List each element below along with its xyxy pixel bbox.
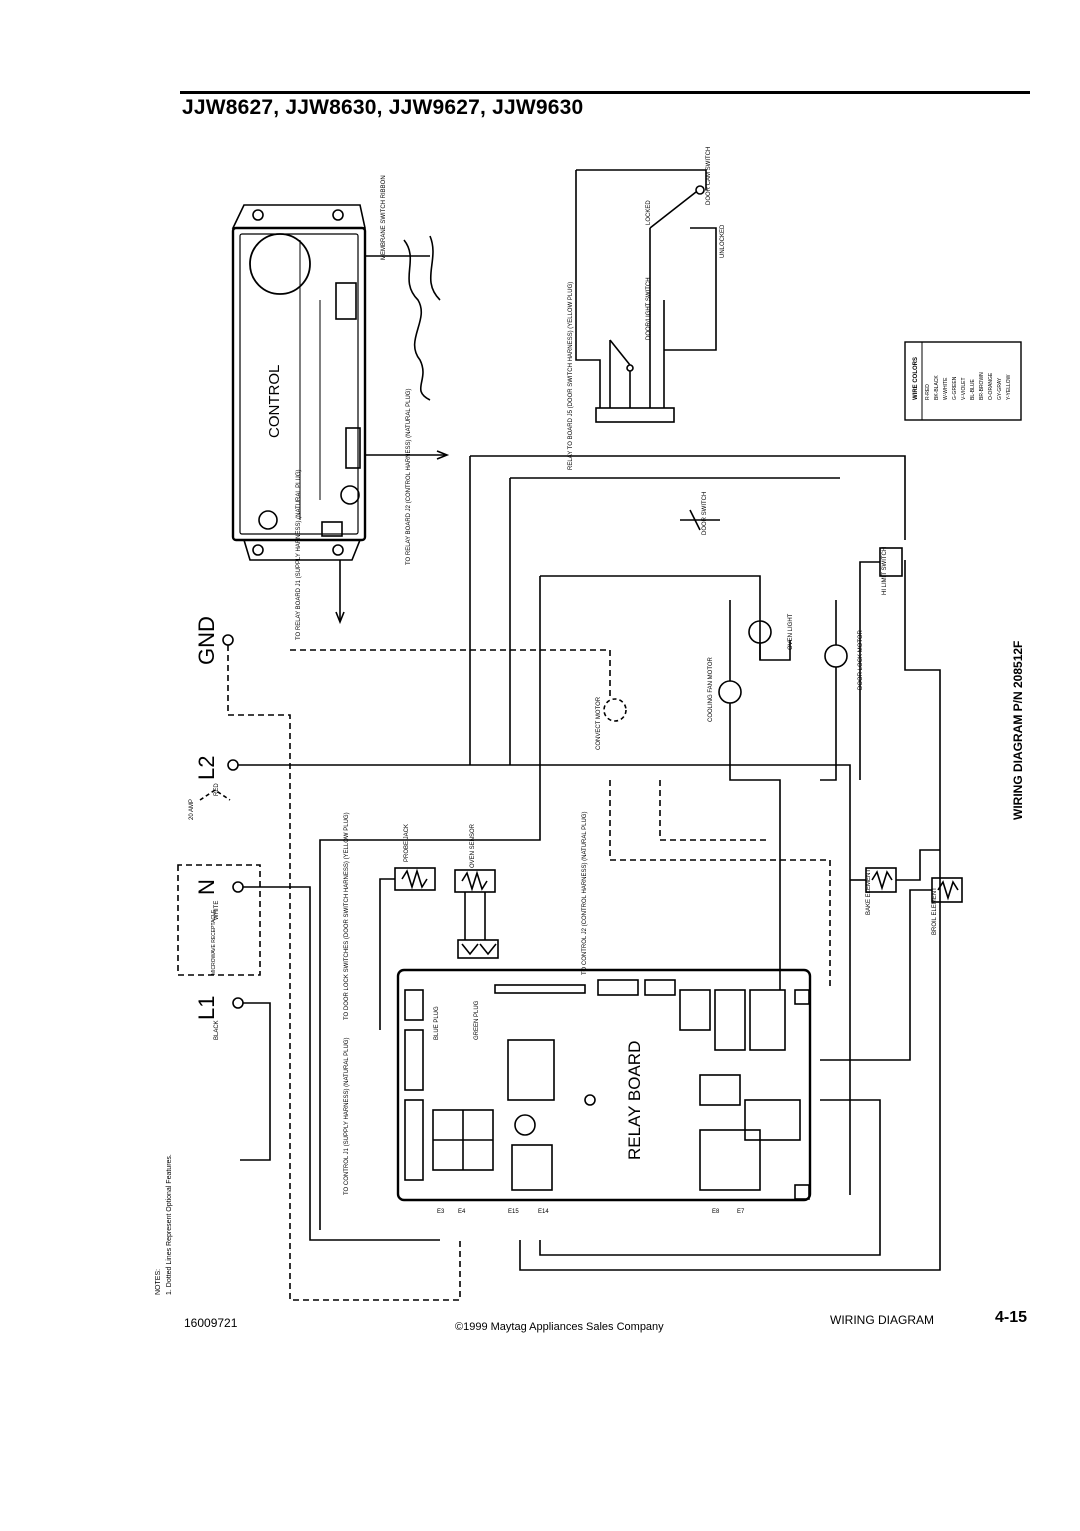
- black-label: BLACK: [214, 1020, 220, 1040]
- blue-plug-label: BLUE PLUG: [434, 1006, 440, 1040]
- wire-color-item: Y-YELLOW: [1006, 374, 1012, 400]
- probe-jack-label: PROBE JACK: [404, 824, 410, 862]
- relay-board: [396, 968, 812, 1202]
- wire-color-item: BL-BLUE: [970, 378, 976, 400]
- control-label: CONTROL: [266, 365, 283, 438]
- document-code: 16009721: [184, 1316, 238, 1330]
- amp-20-label: 20 AMP: [189, 799, 195, 820]
- wire-colors-title: WIRE COLORS: [913, 357, 919, 400]
- door-light-switch-label: DOOR/LIGHT SWITCH: [646, 277, 652, 340]
- wire-color-item: G-GREEN: [952, 376, 958, 400]
- terminal-e14: E14: [538, 1209, 549, 1215]
- door-switch-label: DOOR SWITCH: [702, 492, 708, 535]
- convect-motor-label: CONVECT MOTOR: [596, 696, 602, 750]
- cooling-fan-motor-label: COOLING FAN MOTOR: [708, 656, 714, 722]
- relay-board-label: RELAY BOARD: [625, 1041, 644, 1160]
- to-control-j2-label: TO CONTROL J2 (CONTROL HARNESS) (NATURAL…: [582, 812, 588, 975]
- green-plug-label: GREEN PLUG: [474, 1000, 480, 1040]
- to-relay-j2-label: TO RELAY BOARD J2 (CONTROL HARNESS) (NAT…: [406, 389, 412, 565]
- terminal-e3: E3: [437, 1209, 445, 1215]
- header-rule: [180, 91, 1030, 94]
- broil-element-label: BROIL ELEMENT: [932, 887, 938, 935]
- door-switch-assembly: [575, 169, 717, 423]
- main-wires: [177, 455, 963, 1301]
- wire-colors-box: [904, 341, 1022, 421]
- wire-color-item: BR-BROWN: [979, 372, 985, 400]
- wire-color-item: GY-GRAY: [997, 377, 1003, 400]
- wiring-pn-label: WIRING DIAGRAM P/N 208512F: [1011, 641, 1025, 820]
- wire-color-item: W-WHITE: [943, 377, 949, 400]
- bake-element-label: BAKE ELEMENT: [866, 869, 872, 915]
- microwave-receptacle-label: MICROWAVE RECEPTACLE: [211, 909, 217, 975]
- wire-color-item: R-RED: [925, 384, 931, 400]
- to-door-lock-label: TO DOOR LOCK SWITCHES (DOOR SWITCH HARNE…: [344, 812, 350, 1020]
- page-title: JJW8627, JJW8630, JJW9627, JJW9630: [182, 96, 584, 119]
- terminal-e15: E15: [508, 1209, 519, 1215]
- white-label: WHITE: [214, 901, 220, 920]
- to-relay-j1-label: TO RELAY BOARD J1 (SUPPLY HARNESS) (NATU…: [296, 470, 302, 641]
- red-label: RED: [214, 783, 220, 796]
- door-lock-motor-label: DOOR LOCK MOTOR: [858, 629, 864, 690]
- notes-title: NOTES:: [155, 1269, 162, 1295]
- wire-color-item: V-VIOLET: [961, 377, 967, 400]
- door-cam-switch-label: DOOR CAM SWITCH: [706, 147, 712, 205]
- page-number: 4-15: [995, 1309, 1028, 1326]
- oven-sensor-label: OVEN SENSOR: [470, 823, 476, 868]
- l2-label: L2: [194, 756, 219, 780]
- control-unit: [231, 204, 450, 625]
- locked-label: LOCKED: [646, 200, 652, 225]
- terminal-e8: E8: [712, 1209, 720, 1215]
- copyright: ©1999 Maytag Appliances Sales Company: [455, 1321, 664, 1333]
- wire-color-item: BK-BLACK: [934, 375, 940, 400]
- unlocked-label: UNLOCKED: [720, 224, 726, 258]
- diagram-labels: CONTROL RELAY BOARD GND L2 N L1 MEMBRANE…: [155, 147, 1025, 1295]
- relay-to-j5-label: RELAY TO BOARD J5 (DOOR SWITCH HARNESS) …: [568, 282, 574, 470]
- n-label: N: [194, 879, 219, 895]
- terminal-e7: E7: [737, 1209, 745, 1215]
- hi-limit-switch-label: HI LIMIT SWITCH: [882, 547, 888, 595]
- l1-label: L1: [194, 996, 219, 1020]
- to-control-j1-label: TO CONTROL J1 (SUPPLY HARNESS) (NATURAL …: [344, 1038, 350, 1195]
- oven-light-label: OVEN LIGHT: [788, 613, 794, 650]
- section-label: WIRING DIAGRAM: [830, 1313, 934, 1327]
- notes-1: 1. Dotted Lines Represent Optional Featu…: [166, 1154, 173, 1295]
- terminal-e4: E4: [458, 1209, 466, 1215]
- wire-color-item: O-ORANGE: [988, 372, 994, 400]
- gnd-label: GND: [194, 616, 219, 665]
- membrane-ribbon-label: MEMBRANE SWITCH RIBBON: [381, 175, 387, 260]
